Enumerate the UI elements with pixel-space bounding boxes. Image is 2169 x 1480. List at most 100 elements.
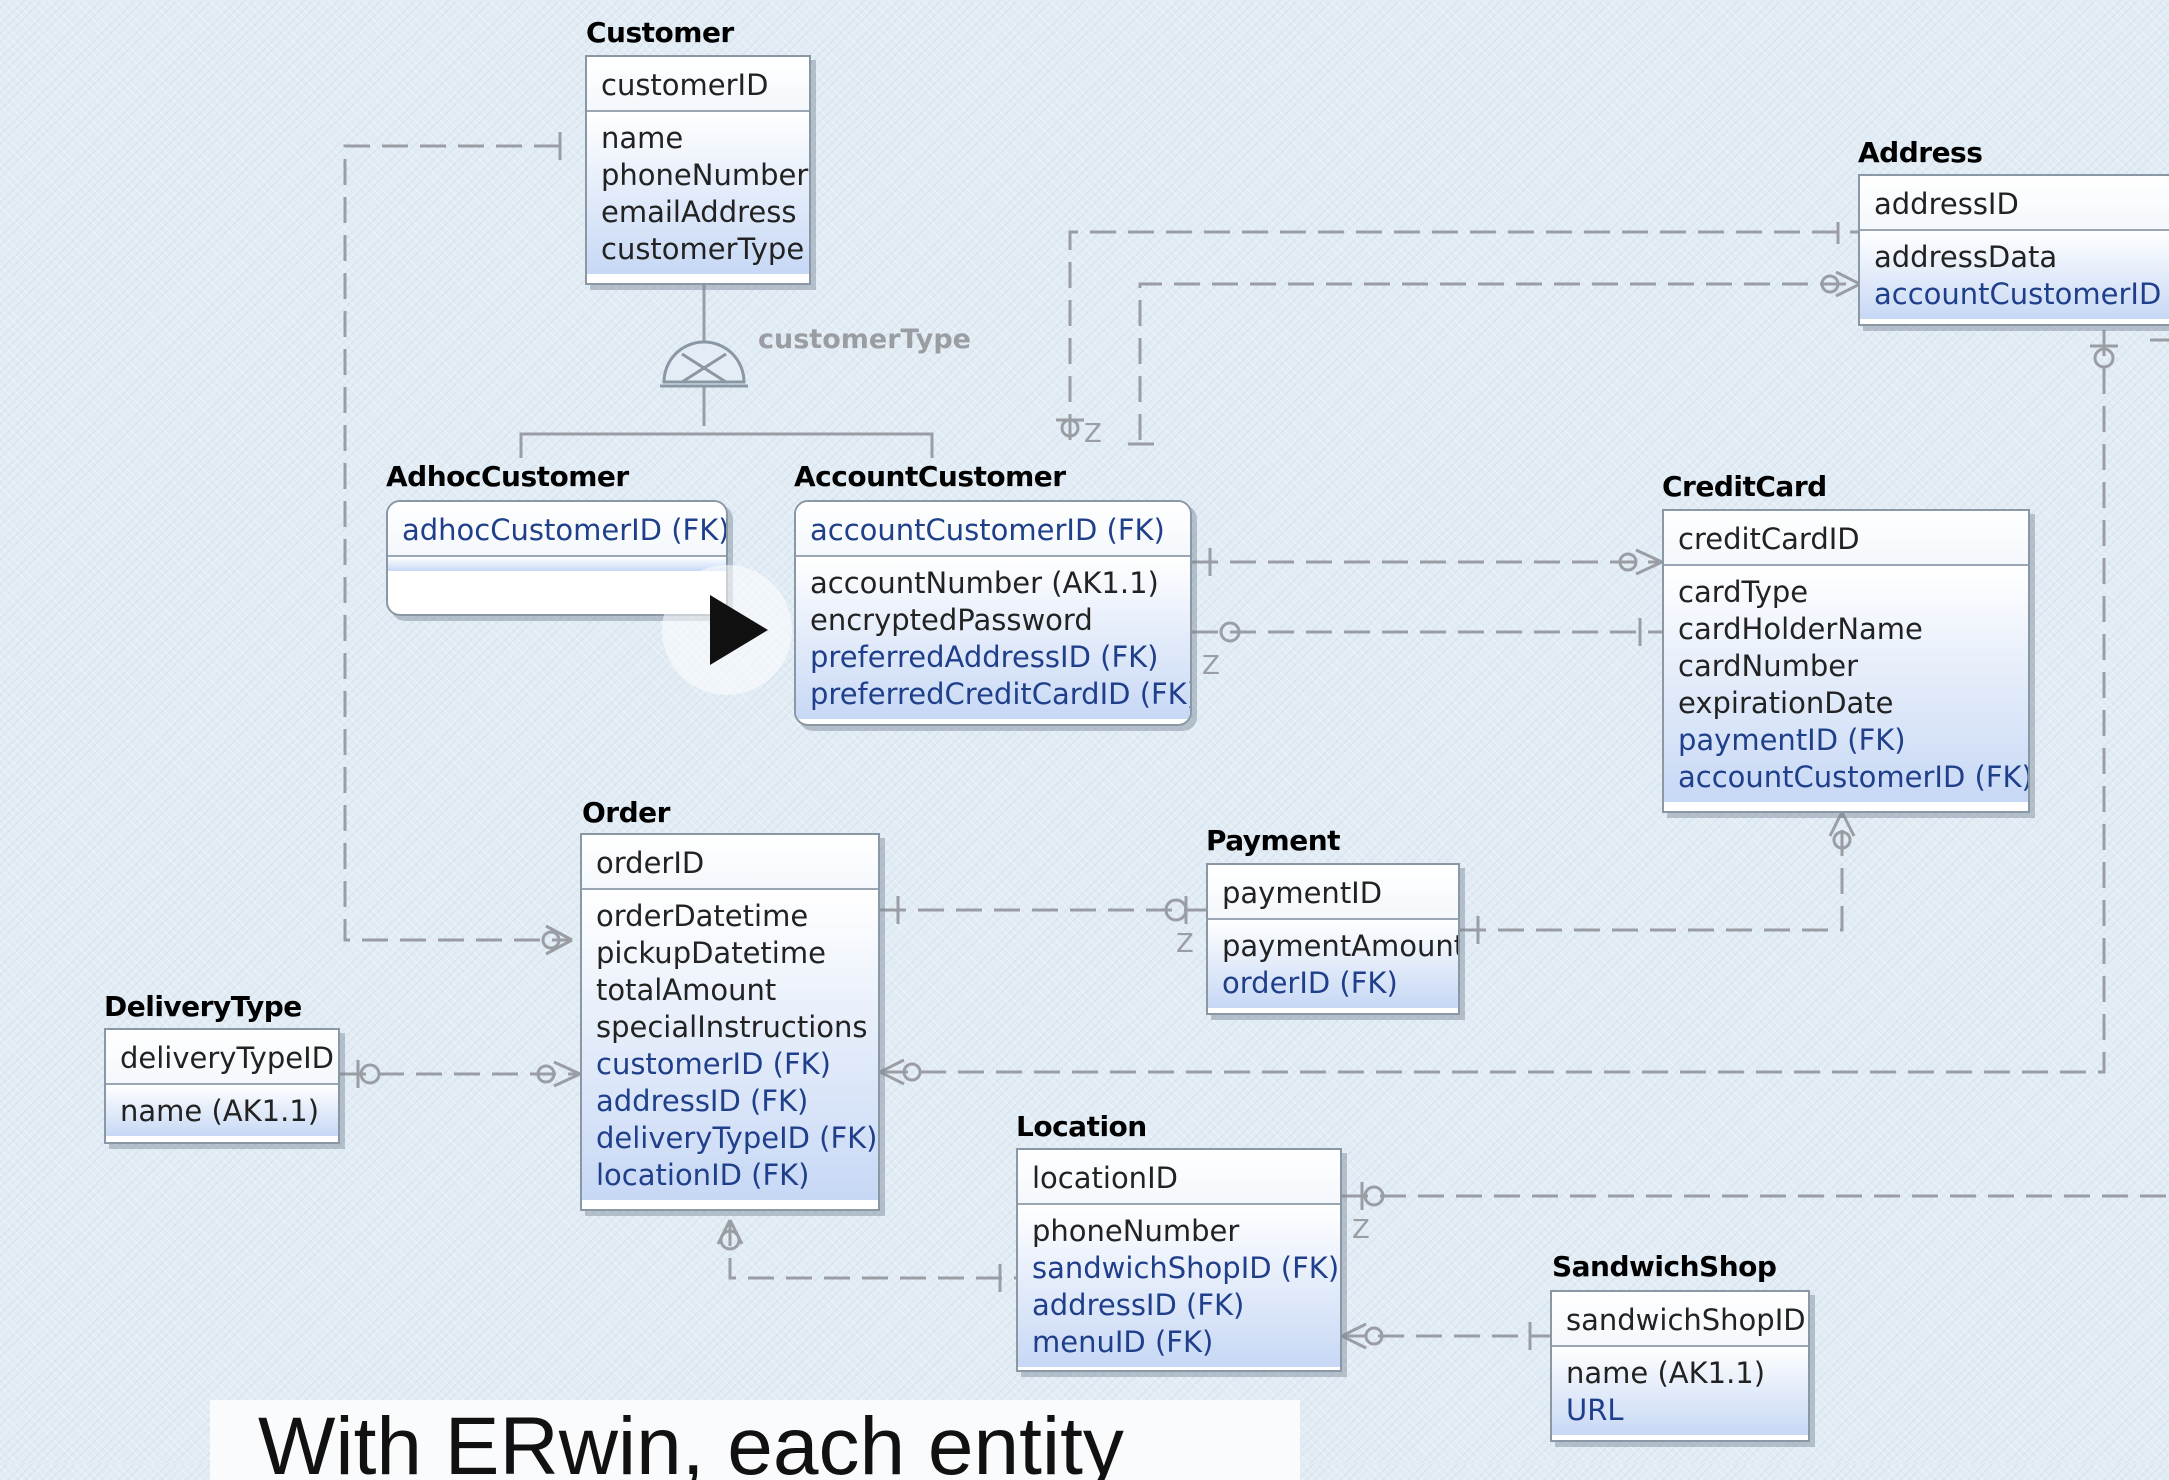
- video-caption: With ERwin, each entity: [210, 1400, 1300, 1480]
- attribute[interactable]: cardType: [1678, 575, 1809, 609]
- attribute-section: name (AK1.1): [106, 1085, 338, 1136]
- primary-key-attribute[interactable]: addressID: [1874, 187, 2019, 221]
- rel-payment-creditcard: [1460, 812, 1844, 932]
- entity-title-customer: Customer: [586, 16, 734, 49]
- primary-key-attribute[interactable]: adhocCustomerID (FK): [402, 513, 728, 547]
- primary-key-attribute[interactable]: deliveryTypeID: [120, 1041, 334, 1075]
- primary-key-section: creditCardID: [1664, 511, 2028, 566]
- entity-title-location: Location: [1016, 1110, 1147, 1143]
- entity-delivery-type[interactable]: deliveryTypeID name (AK1.1): [104, 1028, 340, 1144]
- primary-key-attribute[interactable]: accountCustomerID (FK): [810, 513, 1165, 547]
- attribute[interactable]: name: [601, 121, 684, 155]
- primary-key-attribute[interactable]: locationID: [1032, 1161, 1178, 1195]
- attribute[interactable]: name (AK1.1): [1566, 1356, 1766, 1390]
- subtype-discriminator-icon: [660, 340, 748, 388]
- attribute[interactable]: sandwichShopID (FK): [1032, 1251, 1340, 1285]
- attribute[interactable]: cardHolderName: [1678, 612, 1923, 646]
- attribute[interactable]: addressID (FK): [1032, 1288, 1245, 1322]
- attribute[interactable]: cardNumber: [1678, 649, 1859, 683]
- attribute-section: [388, 557, 726, 571]
- entity-title-account-customer: AccountCustomer: [794, 460, 1066, 493]
- attribute[interactable]: encryptedPassword: [810, 603, 1093, 637]
- attribute[interactable]: customerID (FK): [596, 1047, 831, 1081]
- rel-account-address-preferred: [1068, 230, 1860, 440]
- entity-title-adhoc-customer: AdhocCustomer: [386, 460, 629, 493]
- entity-sandwich-shop[interactable]: sandwichShopID name (AK1.1)URL: [1550, 1290, 1810, 1442]
- attribute[interactable]: URL: [1566, 1393, 1624, 1427]
- attribute-section: name (AK1.1)URL: [1552, 1347, 1808, 1435]
- attribute[interactable]: addressID (FK): [596, 1084, 809, 1118]
- attribute[interactable]: deliveryTypeID (FK): [596, 1121, 878, 1155]
- svg-text:Z: Z: [1084, 419, 1102, 449]
- rel-address-order: [880, 330, 2106, 1074]
- caption-text: With ERwin, each entity: [258, 1401, 1124, 1480]
- attribute[interactable]: orderDatetime: [596, 899, 809, 933]
- attribute[interactable]: locationID (FK): [596, 1158, 810, 1192]
- rel-customer-order: [343, 144, 572, 942]
- primary-key-attribute[interactable]: paymentID: [1222, 876, 1383, 910]
- attribute[interactable]: phoneNumber: [601, 158, 809, 192]
- primary-key-section: locationID: [1018, 1150, 1340, 1205]
- svg-text:Z: Z: [1202, 651, 1220, 681]
- entity-title-address: Address: [1858, 136, 1983, 169]
- attribute[interactable]: customerType: [601, 232, 805, 266]
- primary-key-section: sandwichShopID: [1552, 1292, 1808, 1347]
- attribute[interactable]: paymentAmount: [1222, 929, 1460, 963]
- primary-key-section: accountCustomerID (FK): [796, 502, 1190, 557]
- primary-key-section: addressID: [1860, 176, 2169, 231]
- attribute[interactable]: preferredAddressID (FK): [810, 640, 1159, 674]
- attribute[interactable]: totalAmount: [596, 973, 777, 1007]
- attribute[interactable]: paymentID (FK): [1678, 723, 1906, 757]
- attribute[interactable]: accountCustomerID (FK): [1678, 760, 2030, 794]
- subtype-link-children: [519, 386, 934, 458]
- svg-text:Z: Z: [1176, 929, 1194, 959]
- primary-key-attribute[interactable]: sandwichShopID: [1566, 1303, 1806, 1337]
- rel-account-address: [1138, 282, 1860, 440]
- primary-key-attribute[interactable]: creditCardID: [1678, 522, 1860, 556]
- primary-key-section: deliveryTypeID: [106, 1030, 338, 1085]
- primary-key-section: paymentID: [1208, 865, 1458, 920]
- primary-key-section: orderID: [582, 835, 878, 890]
- svg-text:Z: Z: [1352, 1215, 1370, 1245]
- attribute[interactable]: menuID (FK): [1032, 1325, 1214, 1359]
- entity-title-payment: Payment: [1206, 824, 1341, 857]
- primary-key-attribute[interactable]: customerID: [601, 68, 769, 102]
- attribute[interactable]: phoneNumber: [1032, 1214, 1240, 1248]
- play-icon: [710, 595, 768, 665]
- entity-title-delivery-type: DeliveryType: [104, 990, 302, 1023]
- attribute[interactable]: orderID (FK): [1222, 966, 1398, 1000]
- play-button[interactable]: [662, 565, 792, 695]
- rel-order-location: [728, 1220, 1016, 1280]
- primary-key-attribute[interactable]: orderID: [596, 846, 705, 880]
- attribute[interactable]: emailAddress: [601, 195, 797, 229]
- entity-title-credit-card: CreditCard: [1662, 470, 1827, 503]
- entity-account-customer[interactable]: accountCustomerID (FK) accountNumber (AK1…: [794, 500, 1192, 726]
- subtype-label: customerType: [758, 324, 971, 355]
- primary-key-section: customerID: [587, 57, 809, 112]
- attribute[interactable]: specialInstructions: [596, 1010, 868, 1044]
- attribute[interactable]: accountNumber (AK1.1): [810, 566, 1159, 600]
- entity-title-order: Order: [582, 796, 670, 829]
- attribute[interactable]: pickupDatetime: [596, 936, 826, 970]
- attribute[interactable]: expirationDate: [1678, 686, 1894, 720]
- attribute[interactable]: addressData: [1874, 240, 2058, 274]
- attribute[interactable]: accountCustomerID (F: [1874, 277, 2169, 311]
- attribute[interactable]: preferredCreditCardID (FK): [810, 677, 1192, 711]
- entity-title-sandwich-shop: SandwichShop: [1552, 1250, 1777, 1283]
- attribute[interactable]: name (AK1.1): [120, 1094, 320, 1128]
